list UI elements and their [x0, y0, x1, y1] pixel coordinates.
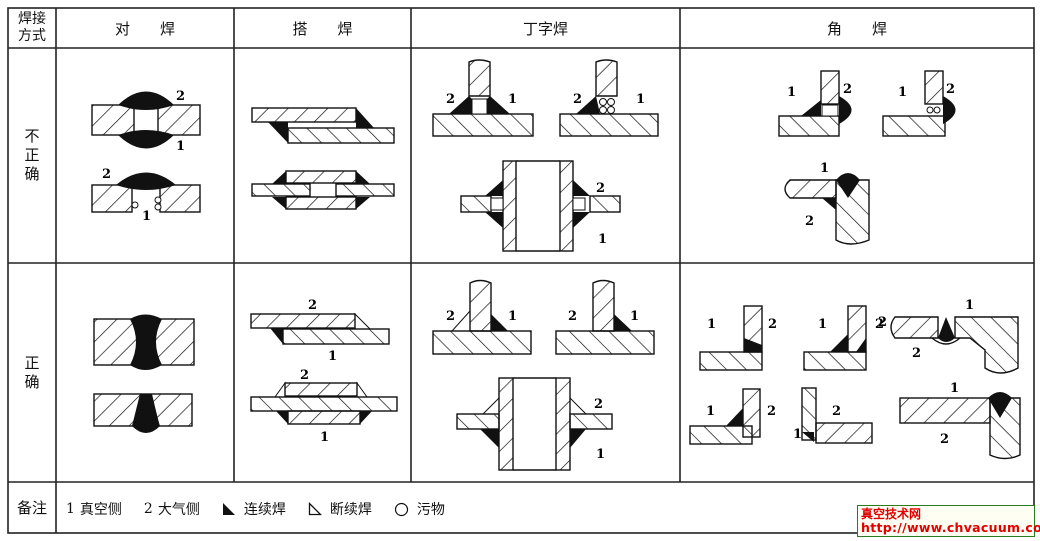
row-label-incorrect: 不 正 确: [8, 48, 56, 263]
svg-text:2: 2: [446, 309, 455, 324]
svg-text:2: 2: [805, 214, 814, 229]
lap-weld-correct-diagram: 2 1 2 1: [250, 298, 398, 445]
legend-contaminant: 污物: [394, 499, 445, 519]
svg-text:2: 2: [878, 315, 887, 330]
legend-text: 大气侧: [157, 502, 200, 518]
row-label-char: 确: [24, 372, 40, 391]
svg-text:1: 1: [793, 427, 802, 442]
svg-text:2: 2: [594, 397, 603, 412]
svg-text:1: 1: [142, 209, 151, 224]
svg-text:1: 1: [320, 430, 329, 445]
svg-text:2: 2: [832, 404, 841, 419]
butt-weld-incorrect-diagram: 2 1 2 1: [91, 89, 201, 224]
header-method-line2: 方式: [18, 28, 46, 44]
svg-text:1: 1: [508, 92, 517, 107]
svg-text:1: 1: [596, 447, 605, 462]
legend-text: 连续焊: [243, 502, 286, 518]
notes-label: 备注: [16, 499, 47, 517]
svg-text:2: 2: [843, 82, 852, 97]
t-weld-incorrect-diagram: 2 1 2 1 2 1: [432, 59, 659, 252]
svg-text:2: 2: [875, 317, 884, 332]
svg-text:1: 1: [950, 381, 959, 396]
svg-text:2: 2: [946, 82, 955, 97]
legend-intermittent-weld: 断续焊: [308, 499, 372, 519]
corner-weld-incorrect-diagram: 1 2 1 2 1 2: [778, 70, 956, 245]
svg-text:2: 2: [767, 404, 776, 419]
circle-icon: [394, 502, 408, 516]
legend-text: 污物: [416, 502, 445, 518]
outline-triangle-icon: [308, 502, 322, 516]
legend-continuous-weld: 连续焊: [222, 499, 286, 519]
svg-text:1: 1: [965, 298, 974, 313]
svg-text:2: 2: [102, 167, 111, 182]
svg-text:1: 1: [898, 85, 907, 100]
svg-text:2: 2: [768, 317, 777, 332]
header-corner-weld: 角 焊: [826, 19, 887, 38]
svg-text:2: 2: [308, 298, 317, 313]
row-label-char: 确: [24, 165, 40, 183]
svg-text:1: 1: [598, 232, 607, 247]
header-t-weld: 丁字焊: [522, 19, 568, 38]
svg-text:2: 2: [446, 92, 455, 107]
legend-atmosphere-side: 2 大气侧: [144, 499, 200, 519]
header-lap-weld: 搭 焊: [292, 19, 353, 38]
svg-text:1: 1: [630, 309, 639, 324]
legend-number: 1: [66, 501, 75, 517]
header-method-line1: 焊接: [18, 11, 46, 27]
svg-text:1: 1: [508, 309, 517, 324]
lap-weld-incorrect-diagram: [251, 107, 395, 210]
svg-text:2: 2: [573, 92, 582, 107]
svg-text:2: 2: [568, 309, 577, 324]
svg-text:1: 1: [328, 349, 337, 364]
legend-vacuum-side: 1 真空侧: [66, 499, 122, 519]
svg-text:2: 2: [176, 89, 185, 104]
svg-text:1: 1: [820, 161, 829, 176]
watermark-url[interactable]: http://www.chvacuum.com: [861, 520, 1040, 535]
svg-text:1: 1: [176, 139, 185, 154]
corner-weld-correct-diagram: 1 2 1 2 1 2 2 1 2 2 1 1 2: [689, 298, 1021, 460]
svg-text:2: 2: [300, 368, 309, 383]
watermark-title: 真空技术网: [861, 507, 922, 521]
svg-text:2: 2: [596, 181, 605, 196]
legend-text: 断续焊: [329, 502, 372, 518]
butt-weld-correct-diagram: [93, 314, 195, 433]
svg-text:2: 2: [940, 432, 949, 447]
row-label-char: 不: [24, 127, 40, 145]
watermark: 真空技术网 http://www.chvacuum.com: [857, 505, 1040, 537]
notes-legend: 1 真空侧 2 大气侧 连续焊 断续焊 污物: [66, 490, 467, 528]
row-label-char: 正: [24, 146, 40, 164]
legend-number: 2: [143, 501, 153, 517]
row-label-correct: 正 确: [8, 263, 56, 482]
svg-text:2: 2: [912, 346, 921, 361]
row-label-char: 正: [24, 353, 40, 372]
t-weld-correct-diagram: 2 1 2 1 2 1: [432, 279, 655, 471]
legend-text: 真空侧: [79, 502, 122, 518]
svg-text:1: 1: [707, 317, 716, 332]
svg-text:1: 1: [787, 85, 796, 100]
svg-text:1: 1: [818, 317, 827, 332]
svg-text:1: 1: [706, 404, 715, 419]
svg-text:1: 1: [636, 92, 645, 107]
header-method-label: 焊接 方式: [8, 8, 56, 48]
filled-triangle-icon: [222, 503, 235, 515]
header-butt-weld: 对 焊: [114, 19, 175, 38]
